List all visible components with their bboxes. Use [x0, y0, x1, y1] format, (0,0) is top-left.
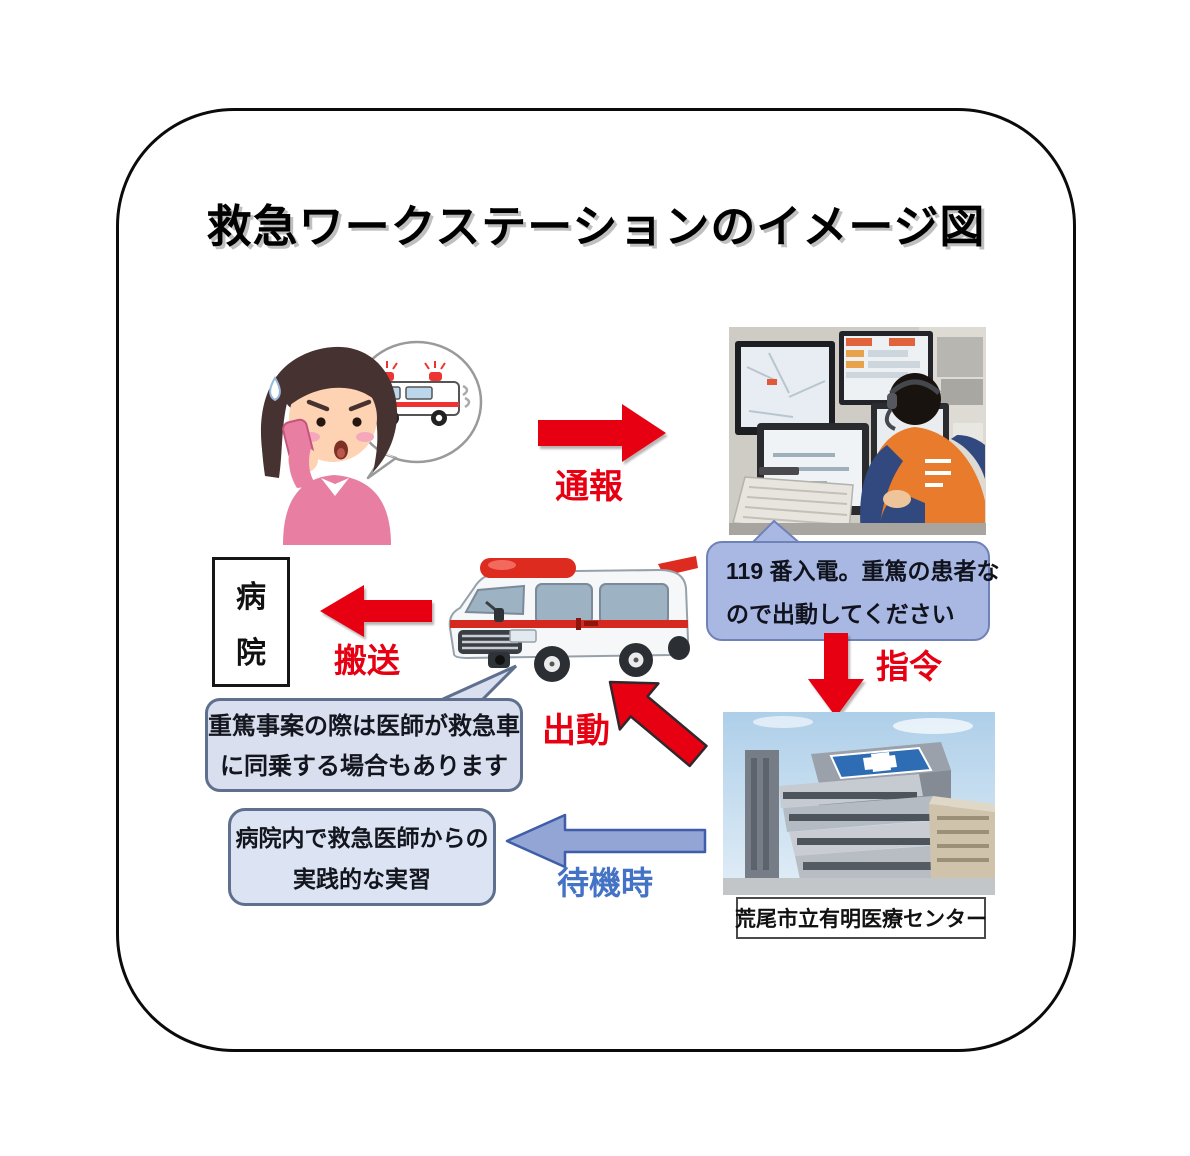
dispatch-arrow-upleft	[608, 680, 708, 768]
doctor-speech-bubble: 重篤事案の際は医師が救急車 に同乗する場合もあります	[205, 698, 523, 792]
helipad	[829, 746, 933, 780]
dispatch-center-photo	[729, 327, 986, 535]
hospital-box: 病 院	[212, 557, 290, 687]
diagram-title: 救急ワークステーションのイメージ図	[206, 201, 986, 252]
hospital-building-photo	[723, 712, 995, 895]
building-caption: 荒尾市立有明医療センター	[735, 897, 987, 939]
dispatch-console	[729, 467, 986, 535]
woman-calling-119-illustration	[260, 340, 483, 545]
standby-arrow-label: 待機時	[556, 865, 653, 901]
command-arrow-label: 指令	[876, 648, 942, 685]
report-arrow-label: 通報	[555, 468, 623, 506]
training-line2: 実践的な実習	[293, 866, 431, 892]
transport-arrow-label: 搬送	[334, 642, 400, 679]
report-arrow-right	[538, 404, 666, 462]
standby-arrow-left	[505, 813, 707, 869]
hospital-char-2: 院	[236, 637, 266, 670]
call-bubble-tail	[748, 519, 804, 545]
dispatch-arrow-label: 出動	[542, 712, 610, 750]
training-line1: 病院内で救急医師からの	[235, 825, 489, 851]
building-floors	[779, 774, 955, 884]
doctor-bubble-line1: 重篤事案の際は医師が救急車	[208, 713, 520, 740]
call-bubble-line1: 119 番入電。重篤の患者な	[726, 558, 1000, 584]
doctor-bubble-line2: に同乗する場合もあります	[220, 753, 508, 780]
ambulance-wheels	[534, 643, 653, 682]
ambulance-illustration	[448, 556, 698, 682]
woman-figure	[260, 346, 398, 545]
transport-arrow-left	[320, 585, 432, 637]
command-arrow-down	[808, 633, 864, 717]
ambulance-body	[448, 556, 698, 668]
call-bubble-line2: ので出動してください	[726, 601, 955, 627]
training-box: 病院内で救急医師からの 実践的な実習	[228, 808, 496, 906]
call-speech-bubble: 119 番入電。重篤の患者な ので出動してください	[706, 541, 1000, 641]
hospital-char-1: 病	[236, 581, 266, 614]
building-annex	[929, 796, 995, 882]
doctor-bubble-tail	[431, 664, 518, 704]
